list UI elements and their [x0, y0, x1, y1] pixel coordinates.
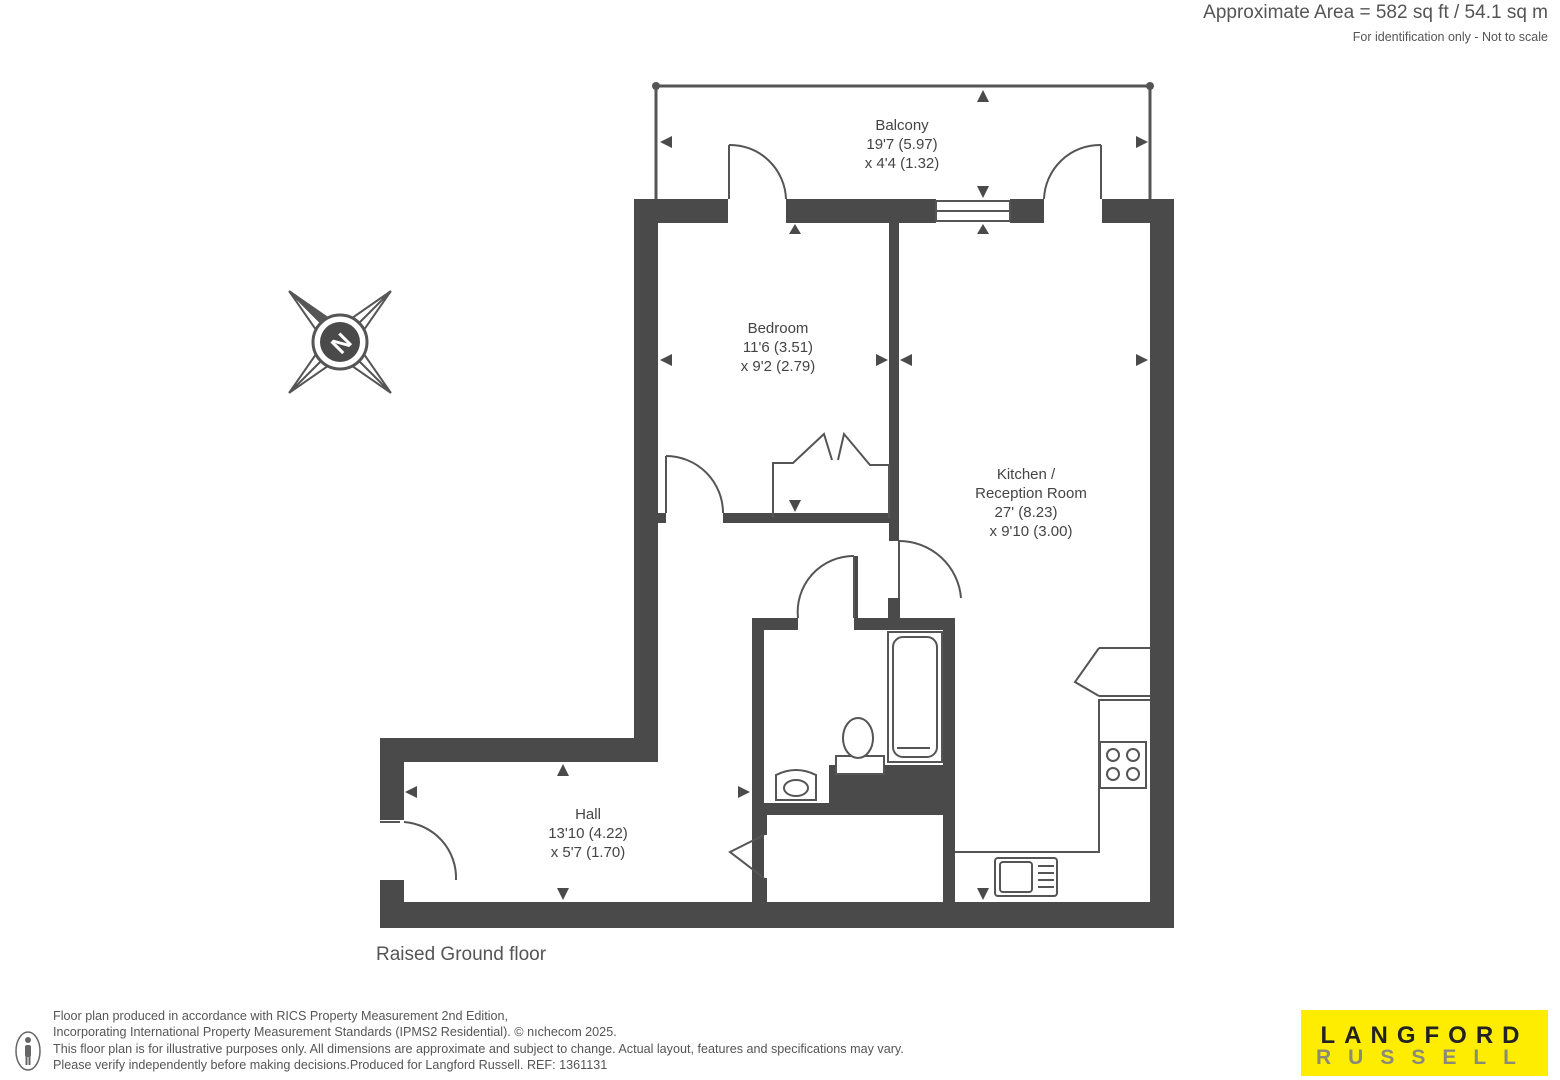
kitchen-dim-1: 27' (8.23) — [995, 504, 1058, 521]
kitchen-dim-2: x 9'10 (3.00) — [990, 523, 1073, 540]
kitchen-worktop — [955, 699, 1150, 853]
balcony-name: Balcony — [875, 117, 929, 134]
bedroom-dim-1: 11'6 (3.51) — [743, 339, 813, 356]
hall-name: Hall — [575, 806, 601, 823]
balcony-outline — [654, 84, 1152, 199]
hall-dim-2: x 5'7 (1.70) — [551, 844, 626, 861]
footer-line-3: This floor plan is for illustrative purp… — [53, 1041, 904, 1056]
balcony-dim-2: x 4'4 (1.32) — [865, 155, 940, 172]
basin-icon — [775, 769, 817, 801]
approximate-area: Approximate Area = 582 sq ft / 54.1 sq m — [1203, 2, 1548, 23]
kitchen-name-2: Reception Room — [975, 485, 1087, 502]
bath-icon — [887, 631, 943, 763]
bedroom-dim-2: x 9'2 (2.79) — [741, 358, 816, 375]
person-icon — [15, 1031, 41, 1071]
balcony-label: Balcony 19'7 (5.97) x 4'4 (1.32) — [865, 117, 940, 172]
footer-line-1: Floor plan produced in accordance with R… — [53, 1009, 509, 1023]
sink-icon — [994, 857, 1058, 897]
bedroom-name: Bedroom — [748, 320, 809, 337]
footer-line-2: Incorporating International Property Mea… — [53, 1025, 617, 1040]
kitchen-name-1: Kitchen / — [997, 466, 1056, 483]
scale-note: For identification only - Not to scale — [1352, 30, 1548, 44]
compass-icon — [288, 290, 392, 394]
footer-line-4: Please verify independently before makin… — [53, 1058, 608, 1073]
logo-line-1: LANGFORD — [1320, 1022, 1529, 1049]
langford-russell-logo: LANGFORD RUSSELL — [1301, 1010, 1548, 1076]
hall-label: Hall 13'10 (4.22) x 5'7 (1.70) — [548, 806, 628, 861]
balcony-post-right — [1146, 82, 1154, 90]
logo-line-2: RUSSELL — [1315, 1046, 1533, 1069]
walls — [380, 199, 1174, 928]
bedroom-label: Bedroom 11'6 (3.51) x 9'2 (2.79) — [741, 320, 816, 375]
floor-label: Raised Ground floor — [376, 944, 547, 965]
kitchen-label: Kitchen / Reception Room 27' (8.23) x 9'… — [975, 466, 1087, 540]
hall-dim-1: 13'10 (4.22) — [548, 825, 628, 842]
toilet-icon — [835, 717, 885, 775]
footer-disclaimer: Floor plan produced in accordance with R… — [53, 1008, 904, 1074]
doors — [380, 143, 1150, 881]
dimension-arrows — [405, 90, 1148, 900]
hob-icon — [1099, 741, 1147, 789]
balcony-post-left — [652, 82, 660, 90]
balcony-dim-1: 19'7 (5.97) — [866, 136, 937, 153]
